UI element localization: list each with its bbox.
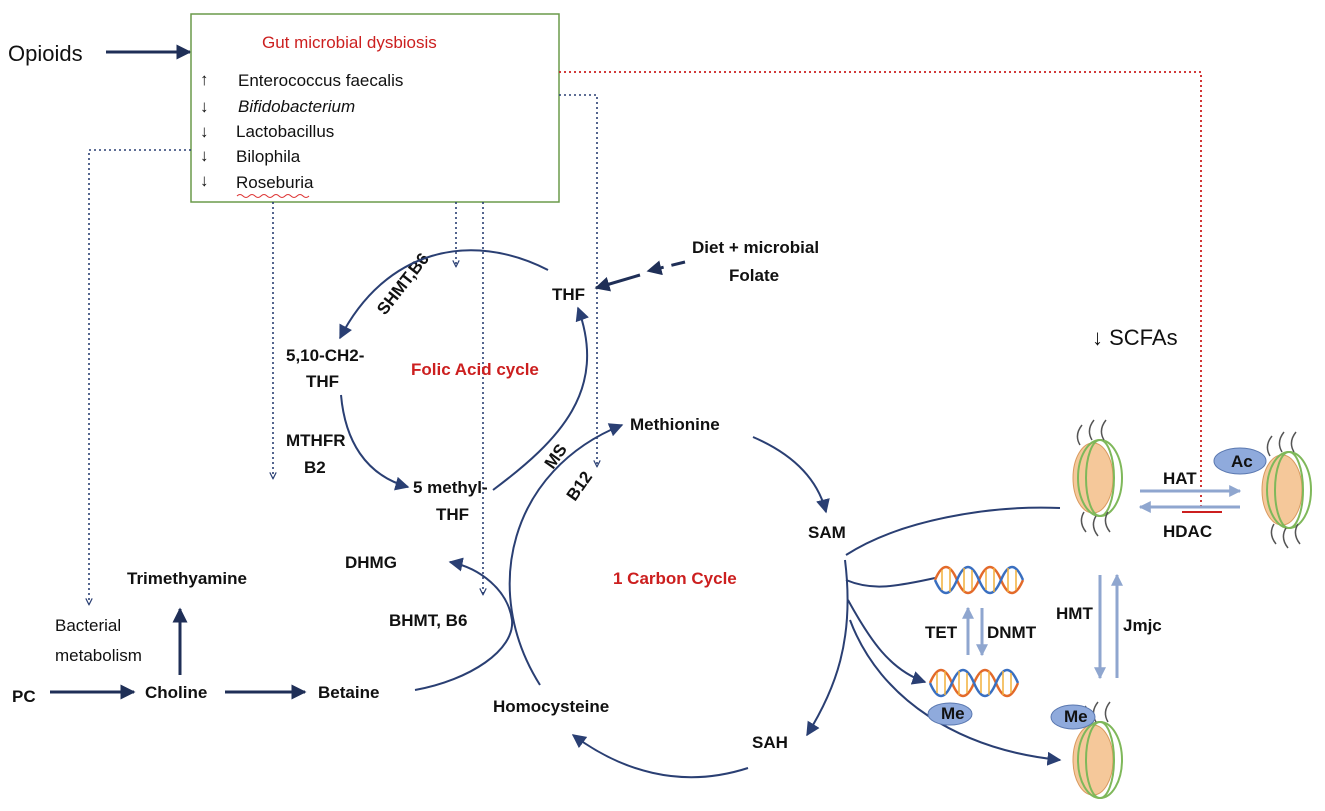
histone-unmodified-icon [1072, 419, 1123, 537]
methylthf-label-1: 5 methyl- [413, 478, 488, 497]
ch2thf-label-1: 5,10-CH2- [286, 346, 364, 365]
dysbiosis-title: Gut microbial dysbiosis [262, 33, 437, 52]
arrow-down-icon: ↓ [200, 97, 209, 116]
hdac-label: HDAC [1163, 522, 1212, 541]
arrow-down-icon: ↓ [200, 122, 209, 141]
hmt-label: HMT [1056, 604, 1093, 623]
methionine-sam-arc [752, 436, 830, 514]
sam-sah-arc [806, 559, 849, 737]
spellcheck-underline [236, 194, 310, 198]
homocysteine-label: Homocysteine [493, 697, 609, 716]
bhmt-label: BHMT, B6 [389, 611, 467, 630]
arrow-up-icon: ↑ [200, 70, 209, 89]
mthfr-label-2: B2 [304, 458, 326, 477]
dna-unmodified-icon [933, 565, 1025, 595]
acetyl-badge [1213, 447, 1267, 475]
bacterium-name: Lactobacillus [236, 122, 334, 141]
betaine-label: Betaine [318, 683, 379, 702]
folate-label: Folate [729, 266, 779, 285]
folate-arrow [646, 260, 686, 276]
bacterium-name: Enterococcus faecalis [238, 71, 403, 90]
methyl-badge [1050, 704, 1096, 730]
diet-label: Diet + microbial [692, 238, 819, 257]
sam-dna-line [845, 577, 936, 588]
sam-histone-line [845, 506, 1061, 556]
sam-dna-me-arrow [847, 599, 927, 685]
choline-label: Choline [145, 683, 207, 702]
thf-label: THF [552, 285, 585, 304]
dna-methylated-icon: Me [927, 668, 1020, 726]
mthfr-arc [340, 394, 410, 491]
dysbiosis-box [190, 13, 560, 203]
hat-label: HAT [1163, 469, 1197, 488]
ac-label: Ac [1231, 452, 1253, 471]
ms-arc [492, 306, 589, 491]
histone-acetylated-icon: Ac [1213, 431, 1312, 549]
bacterial-label-2: metabolism [55, 646, 142, 665]
sah-label: SAH [752, 733, 788, 752]
trimethylamine-label: Trimethyamine [127, 569, 247, 588]
histone-methylated-icon: Me [1050, 701, 1123, 799]
bacterium-name: Bifidobacterium [238, 97, 355, 116]
sah-homocysteine-arc [571, 734, 749, 779]
bacterial-label-1: Bacterial [55, 616, 121, 635]
methylthf-label-2: THF [436, 505, 469, 524]
arrow-down-icon: ↓ [200, 171, 209, 190]
sam-label: SAM [808, 523, 846, 542]
bacterium-name: Roseburia [236, 173, 314, 192]
shmt-arc [339, 249, 549, 340]
tet-label: TET [925, 623, 958, 642]
me-dna-label: Me [941, 704, 965, 723]
opioids-label: Opioids [8, 41, 83, 66]
bacterium-name: Bilophila [236, 147, 301, 166]
folic-cycle-title: Folic Acid cycle [411, 360, 539, 379]
one-carbon-title: 1 Carbon Cycle [613, 569, 737, 588]
folate-arrow [594, 273, 641, 292]
inhibition-line [559, 71, 1202, 510]
b12-label: B12 [563, 468, 596, 504]
me-histone-label: Me [1064, 707, 1088, 726]
mthfr-label-1: MTHFR [286, 431, 345, 450]
ms-methionine-arc [508, 423, 624, 686]
ch2thf-label-2: THF [306, 372, 339, 391]
methyl-badge [927, 702, 973, 726]
dhmg-label: DHMG [345, 553, 397, 572]
arrow-down-icon: ↓ [200, 146, 209, 165]
scfa-label: ↓ SCFAs [1092, 325, 1178, 350]
jmjc-label: Jmjc [1123, 616, 1162, 635]
pc-label: PC [12, 687, 36, 706]
betaine-dhmg-arc [414, 557, 514, 691]
dnmt-label: DNMT [987, 623, 1037, 642]
dotted-line-bacterial [89, 149, 191, 604]
dotted-line-b12 [559, 94, 597, 466]
methionine-label: Methionine [630, 415, 720, 434]
dysbiosis-list: ↑ Enterococcus faecalis ↓ Bifidobacteriu… [200, 70, 403, 198]
